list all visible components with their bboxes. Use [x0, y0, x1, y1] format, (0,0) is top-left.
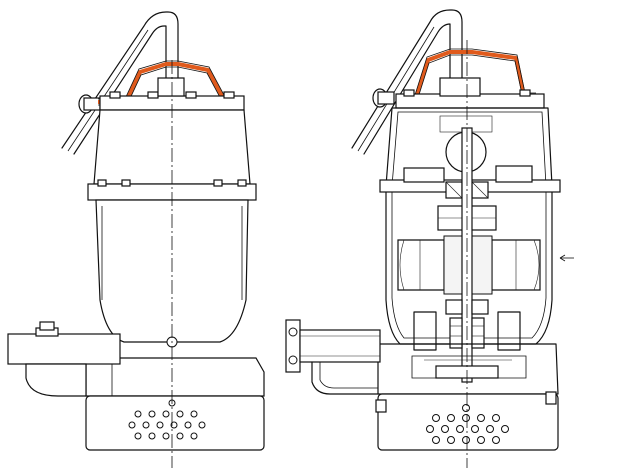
- section-pump-casing: [377, 343, 559, 395]
- exterior-strainer-holes: [128, 399, 206, 440]
- section-upper-bearing: [445, 181, 489, 199]
- section-discharge-elbow: [285, 319, 381, 395]
- sectional-view: [285, 9, 574, 468]
- exterior-cable-gland: [78, 94, 101, 114]
- exterior-discharge-elbow: [7, 321, 121, 397]
- section-strainer-holes: [426, 404, 509, 444]
- section-lower-bearing: [445, 299, 489, 349]
- section-power-cable: [351, 9, 463, 155]
- exterior-power-cable: [61, 11, 179, 155]
- exterior-view: [7, 11, 265, 468]
- section-strainer: [377, 393, 559, 451]
